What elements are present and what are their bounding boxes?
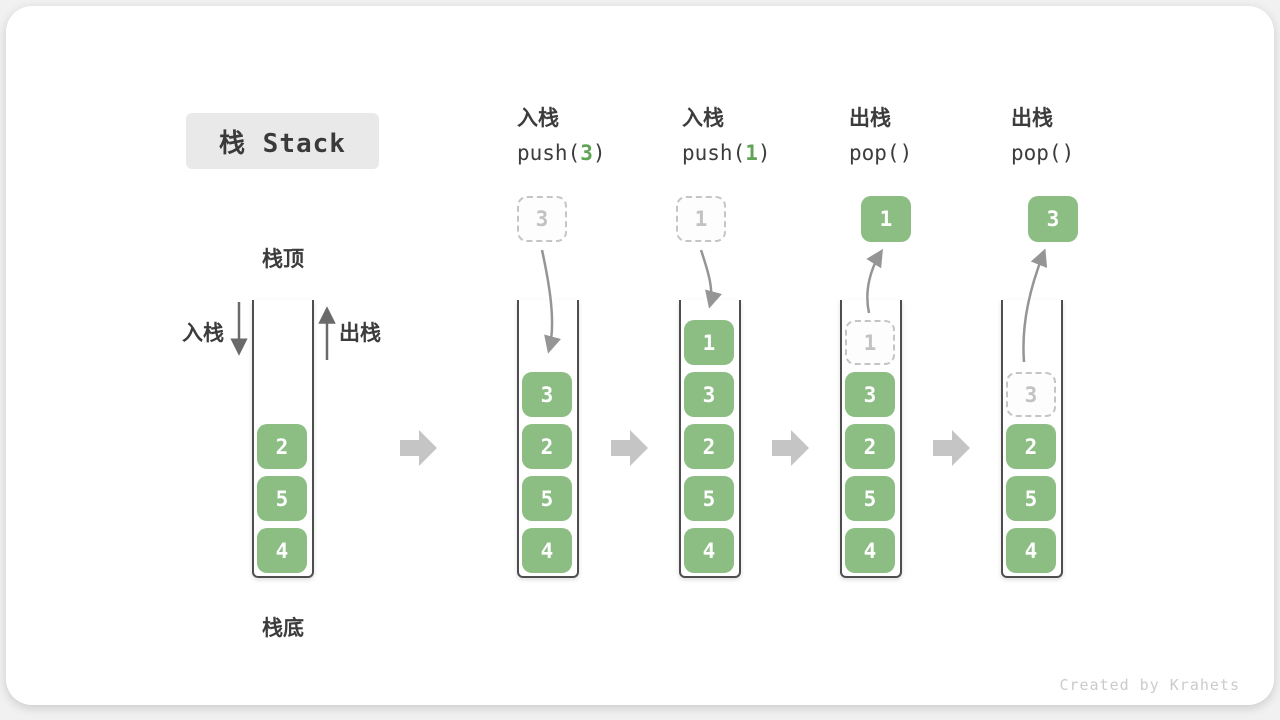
stack-after-push-1: 1 3 2 5 4 <box>679 300 741 578</box>
stack-cell: 3 <box>845 372 895 417</box>
popped-box: 1 <box>861 196 911 242</box>
stack-cell: 5 <box>522 476 572 521</box>
stack-after-push-3: 3 2 5 4 <box>517 300 579 578</box>
push-side-label: 入栈 <box>182 322 224 345</box>
step-arrow-icon <box>611 430 648 466</box>
push-curve-arrow-icon <box>699 249 722 309</box>
stack-cell: 5 <box>1006 476 1056 521</box>
stack-cell: 5 <box>845 476 895 521</box>
popped-box: 3 <box>1028 196 1078 242</box>
watermark: Created by Krahets <box>1059 676 1240 694</box>
stack-top-label: 栈顶 <box>262 248 304 271</box>
incoming-box: 3 <box>517 196 567 242</box>
stack-cell: 1 <box>684 320 734 365</box>
step-arrow-icon <box>933 430 970 466</box>
op-name: 入栈 <box>517 107 559 130</box>
op-label-pop-1: 出栈 pop() <box>849 106 912 167</box>
op-code: push(1) <box>682 141 771 165</box>
op-name: 出栈 <box>1011 107 1053 130</box>
stack-cell: 2 <box>845 424 895 469</box>
incoming-box: 1 <box>676 196 726 242</box>
pop-side-label: 出栈 <box>339 322 381 345</box>
op-name: 出栈 <box>849 107 891 130</box>
stack-cell: 2 <box>1006 424 1056 469</box>
ghost-cell: 3 <box>1006 372 1056 417</box>
ghost-cell: 1 <box>845 320 895 365</box>
title-box: 栈 Stack <box>186 113 379 169</box>
page-title: 栈 Stack <box>219 128 346 159</box>
stack-cell: 4 <box>684 528 734 573</box>
op-label-push-3: 入栈 push(3) <box>517 106 606 167</box>
stack-cell: 3 <box>522 372 572 417</box>
stack-bottom-label: 栈底 <box>262 617 304 640</box>
op-name: 入栈 <box>682 107 724 130</box>
stack-cell: 4 <box>522 528 572 573</box>
op-label-pop-3: 出栈 pop() <box>1011 106 1074 167</box>
stack-after-pop-1: 1 3 2 5 4 <box>840 300 902 578</box>
stack-after-pop-3: 3 2 5 4 <box>1001 300 1063 578</box>
stack-cell: 2 <box>257 424 307 469</box>
stack-cell: 5 <box>257 476 307 521</box>
stack-cell: 2 <box>684 424 734 469</box>
op-label-push-1: 入栈 push(1) <box>682 106 771 167</box>
op-code: pop() <box>849 141 913 165</box>
step-arrow-icon <box>400 430 437 466</box>
op-code: pop() <box>1011 141 1075 165</box>
stack-cell: 5 <box>684 476 734 521</box>
stack-cell: 4 <box>257 528 307 573</box>
step-arrow-icon <box>772 430 809 466</box>
op-code: push(3) <box>517 141 606 165</box>
stack-cell: 3 <box>684 372 734 417</box>
stack-cell: 2 <box>522 424 572 469</box>
stack-cell: 4 <box>1006 528 1056 573</box>
stack-initial: 2 5 4 <box>252 300 314 578</box>
stack-cell: 4 <box>845 528 895 573</box>
